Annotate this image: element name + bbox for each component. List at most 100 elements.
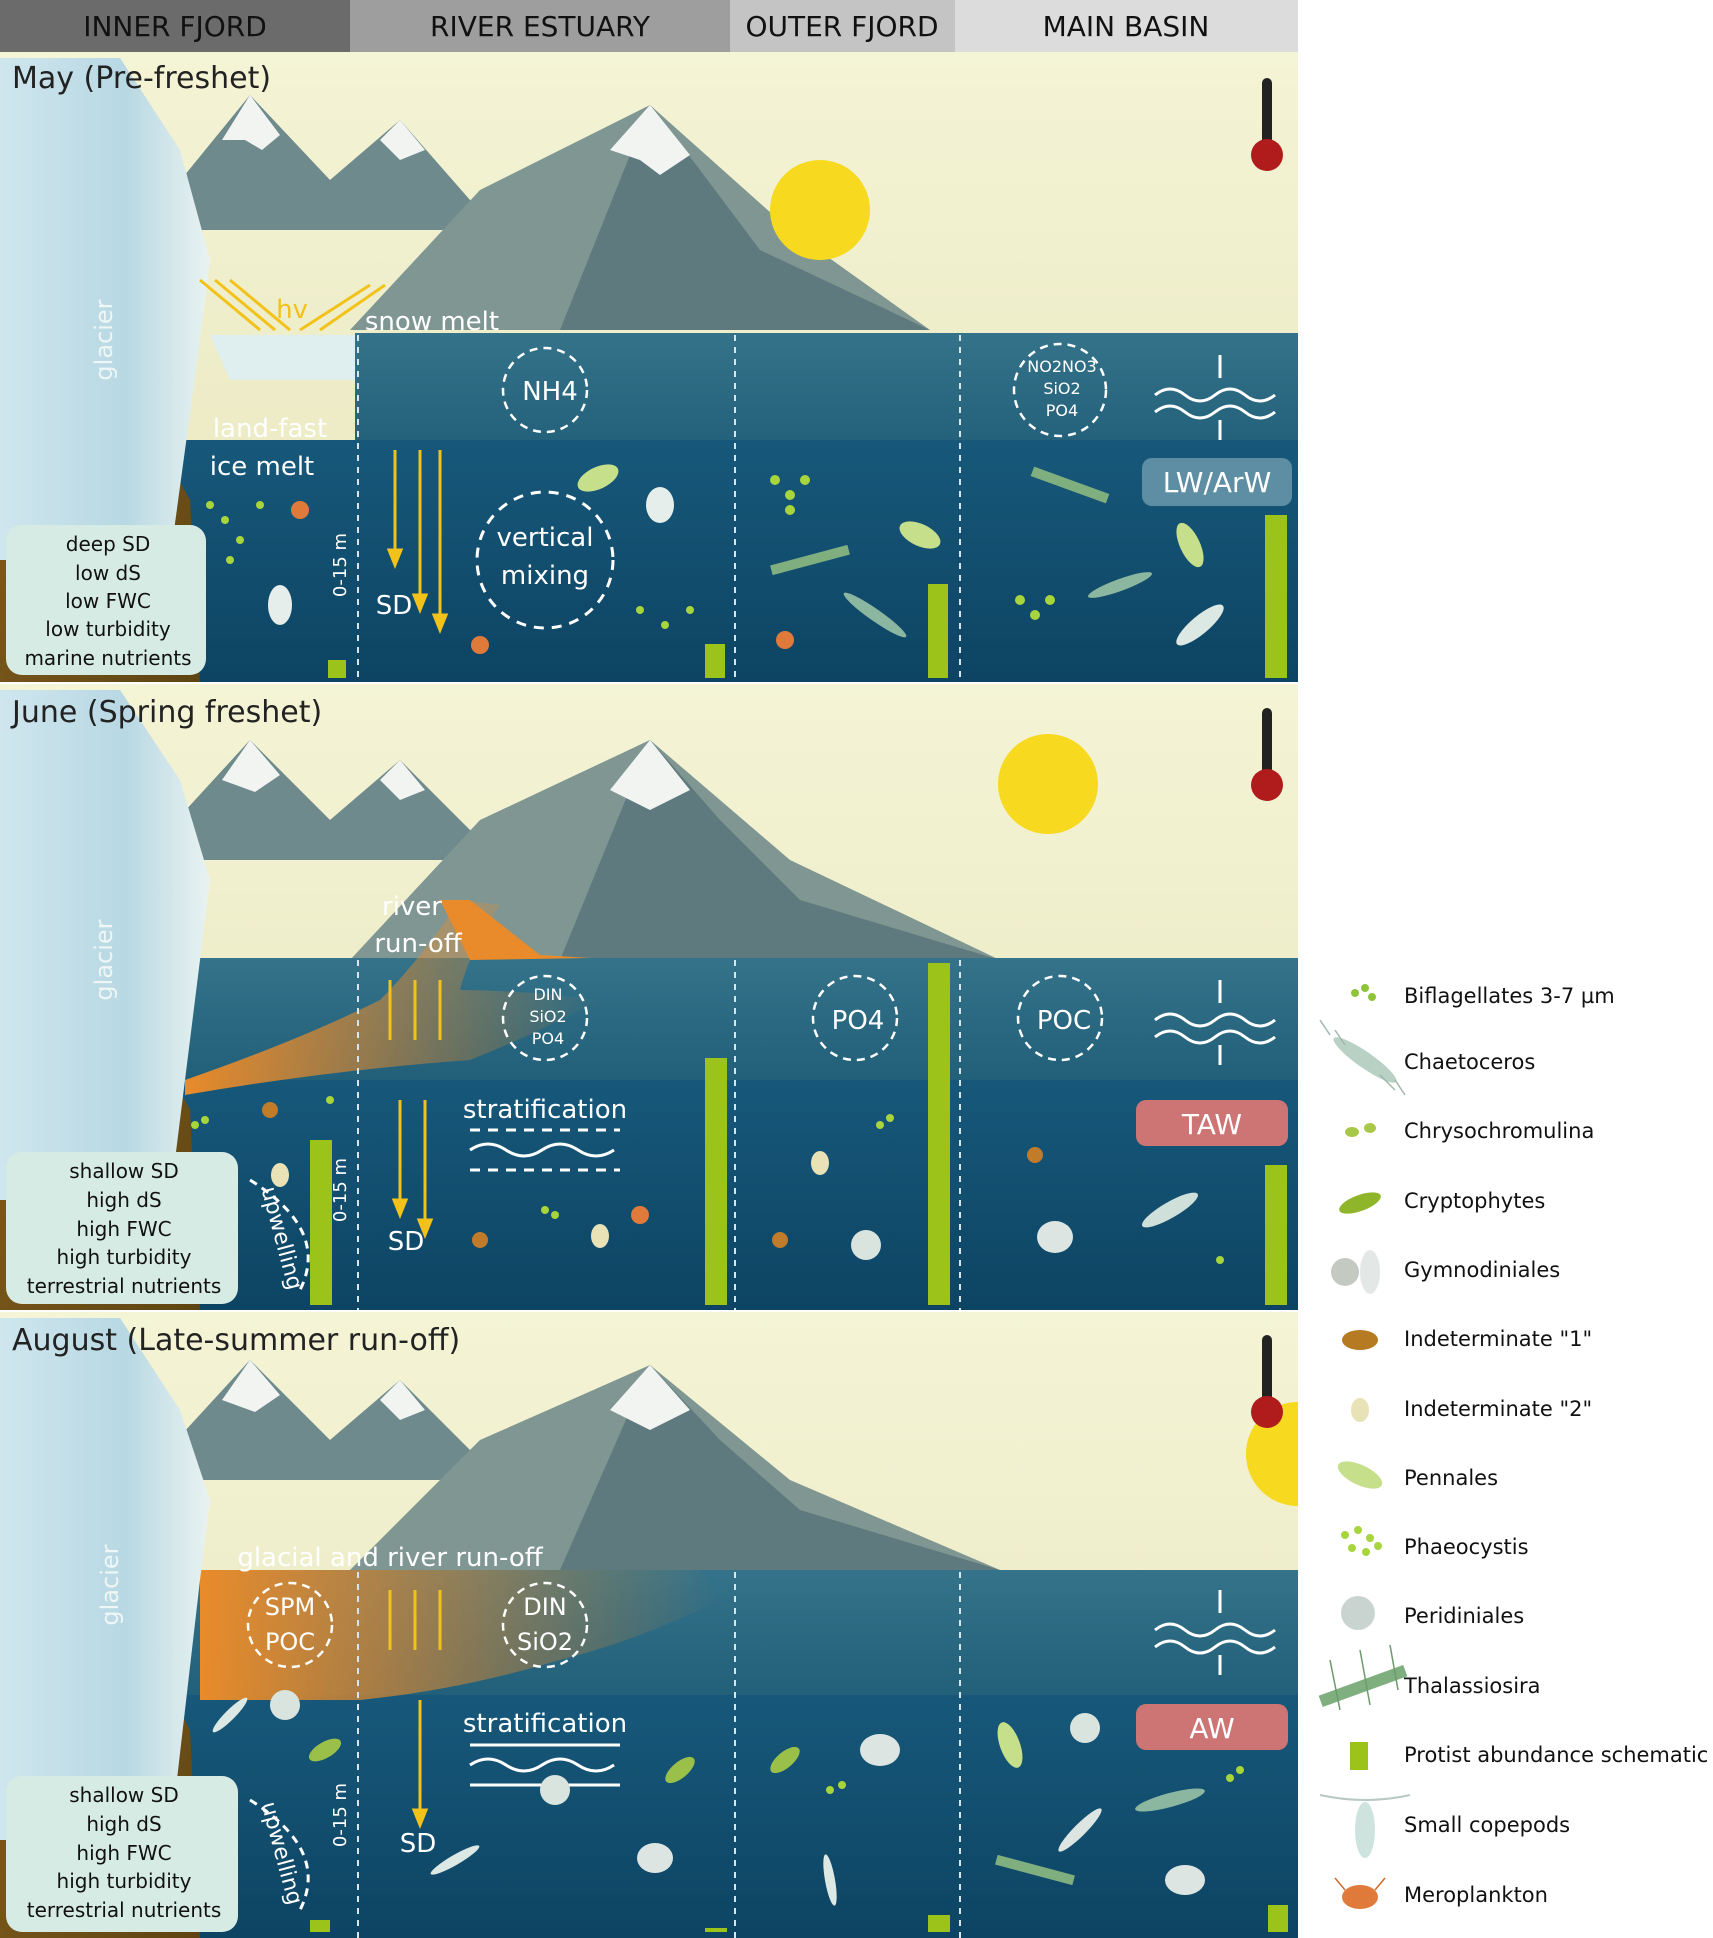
thermometer-icon xyxy=(1251,78,1283,171)
hv-label: hv xyxy=(276,295,308,325)
upwelling-arrow xyxy=(249,1178,310,1291)
water-deep xyxy=(180,1695,1298,1938)
abundance-bar-icon xyxy=(1350,1742,1368,1770)
sd-label: SD xyxy=(400,1829,437,1859)
mixing-label-1: vertical xyxy=(497,523,594,553)
sun-disc xyxy=(1246,1402,1298,1506)
snow-cap xyxy=(222,95,280,150)
zone-header-outer-fjord xyxy=(730,0,955,52)
abundance-bar xyxy=(705,1058,727,1305)
condition-fwc: high FWC xyxy=(76,1217,171,1241)
zone-label-outer-fjord: OUTER FJORD xyxy=(745,10,938,43)
chrysochromulina-icon xyxy=(1345,1123,1376,1137)
river-channel xyxy=(440,900,590,960)
gymnodiniales-icon xyxy=(1331,1250,1380,1294)
panel-title: August (Late-summer run-off) xyxy=(12,1323,460,1358)
condition-turbidity: low turbidity xyxy=(45,617,171,641)
abundance-bar xyxy=(928,963,950,1305)
abundance-bar xyxy=(310,1920,330,1932)
sun xyxy=(770,160,870,260)
water-mass-badge xyxy=(1142,458,1292,506)
panel-title: May (Pre-freshet) xyxy=(12,61,271,96)
po4-cycle xyxy=(811,974,899,1062)
water-mass-label: AW xyxy=(1189,1712,1234,1745)
poc-label: POC xyxy=(265,1628,315,1656)
sd-arrows xyxy=(388,1590,442,1830)
panel-may: LW/ArW May (Pre-freshet) glacier hv snow… xyxy=(0,52,1298,682)
abundance-bar xyxy=(1268,1905,1288,1932)
chaetoceros-icon xyxy=(1319,1019,1406,1096)
runoff-label: glacial and river run-off xyxy=(237,1543,543,1573)
glacier xyxy=(0,1318,210,1840)
glacier-label: glacier xyxy=(96,1544,124,1625)
poc-label: POC xyxy=(1037,1006,1091,1036)
snow-cap xyxy=(380,1380,425,1420)
sd-arrows xyxy=(388,980,442,1240)
water-mass-badge xyxy=(1136,1100,1288,1146)
legend-label: Peridiniales xyxy=(1404,1604,1524,1628)
zone-label-inner-fjord: INNER FJORD xyxy=(83,10,267,43)
biflagellates-icon xyxy=(1351,984,1376,1001)
abundance-bar xyxy=(1265,515,1287,678)
water-deep xyxy=(180,440,1298,682)
condition-fwc: low FWC xyxy=(65,589,151,613)
legend-label: Indeterminate "2" xyxy=(1404,1397,1592,1421)
nutrient-label-3: PO4 xyxy=(532,1029,564,1048)
ice-melt-label: ice melt xyxy=(210,452,315,482)
mixing-label-2: mixing xyxy=(501,561,589,591)
condition-nutrients: marine nutrients xyxy=(24,646,191,670)
glacier xyxy=(0,58,210,560)
mixing-waves-icon xyxy=(1154,355,1276,440)
condition-nutrients: terrestrial nutrients xyxy=(27,1274,222,1298)
condition-sd: shallow SD xyxy=(69,1159,179,1183)
upwelling-arrow xyxy=(249,1798,310,1911)
din-label: DIN xyxy=(523,1593,567,1621)
river-label-2: run-off xyxy=(374,929,462,959)
snow-cap xyxy=(222,1360,280,1412)
thermometer-icon xyxy=(1251,708,1283,801)
depth-label: 0-15 m xyxy=(330,533,351,597)
legend: Biflagellates 3-7 µm Chaetoceros Chrysoc… xyxy=(1318,984,1708,1909)
mixing-waves-icon xyxy=(1154,980,1276,1065)
mixing-waves-icon xyxy=(1154,1590,1276,1675)
sio2-label: SiO2 xyxy=(517,1628,573,1656)
legend-label: Meroplankton xyxy=(1404,1883,1548,1907)
snow-cap xyxy=(610,1365,690,1430)
conditions-box xyxy=(6,1152,238,1304)
phaeocystis-icon xyxy=(1341,1526,1382,1556)
depth-label: 0-15 m xyxy=(330,1783,351,1847)
indeterminate-2-icon xyxy=(1351,1398,1369,1422)
nutrient-label-1: DIN xyxy=(533,985,562,1004)
poc-cycle xyxy=(1016,974,1104,1062)
zone-header-main-basin xyxy=(955,0,1298,52)
abundance-bar xyxy=(705,1928,727,1932)
conditions-box xyxy=(6,525,206,675)
spm-poc-cycle xyxy=(246,1581,334,1669)
nh4-cycle xyxy=(501,346,589,434)
vertical-mixing-circle xyxy=(475,490,615,630)
legend-label: Thalassiosira xyxy=(1403,1674,1541,1698)
glacier-label: glacier xyxy=(90,919,118,1000)
condition-ds: low dS xyxy=(75,561,141,585)
legend-label: Indeterminate "1" xyxy=(1404,1327,1592,1351)
spm-label: SPM xyxy=(265,1593,315,1621)
runoff-plume xyxy=(200,1570,720,1700)
legend-label: Chaetoceros xyxy=(1404,1050,1535,1074)
panel-title: June (Spring freshet) xyxy=(10,695,322,730)
land-fast-label: land-fast xyxy=(213,414,327,444)
water-mass-badge xyxy=(1136,1704,1288,1750)
header: INNER FJORD RIVER ESTUARY OUTER FJORD MA… xyxy=(0,0,1298,52)
sd-label: SD xyxy=(388,1227,425,1257)
depth-label: 0-15 m xyxy=(330,1158,351,1222)
nh4-label: NH4 xyxy=(522,377,578,407)
snow-cap xyxy=(222,740,280,792)
snow-cap xyxy=(610,105,690,175)
stratification-icon xyxy=(469,1128,620,1172)
plankton-group xyxy=(191,1096,1224,1264)
snow-cap xyxy=(380,120,425,160)
water-mass-label: TAW xyxy=(1181,1108,1242,1141)
abundance-bar xyxy=(1265,1165,1287,1305)
sun xyxy=(998,734,1098,834)
indeterminate-1-icon xyxy=(1342,1330,1378,1350)
legend-label: Small copepods xyxy=(1404,1813,1570,1837)
